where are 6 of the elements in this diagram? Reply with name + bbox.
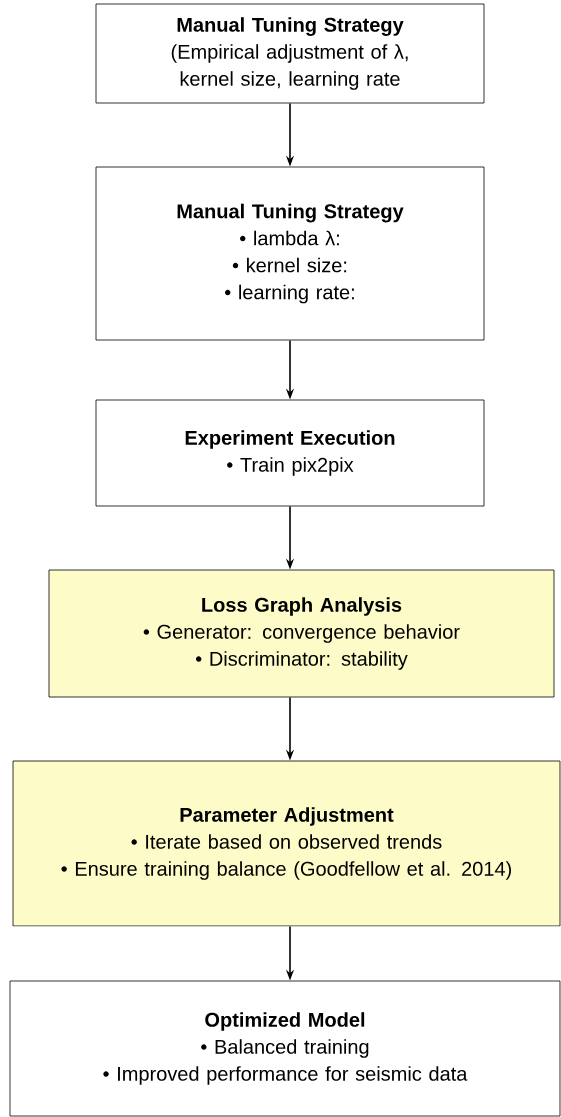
process-box: Experiment Execution • Train pix2pix (95, 399, 485, 507)
process-box: Optimized Model • Balanced training • Improved performance for seismic data (9, 980, 561, 1117)
process-box: Manual Tuning Strategy • lambda λ: • kernel size: • learning rate: (95, 166, 485, 341)
process-box: Manual Tuning Strategy (Empirical adjustment of λ, kernel size, learning rate (95, 3, 485, 104)
process-box: Loss Graph Analysis • Generator: convergence behavior • Discriminator: stability (48, 569, 555, 698)
process-box: Parameter Adjustment • Iterate based on observed trends • Ensure training balance (Goodfellow et al. 2014) (12, 760, 561, 927)
